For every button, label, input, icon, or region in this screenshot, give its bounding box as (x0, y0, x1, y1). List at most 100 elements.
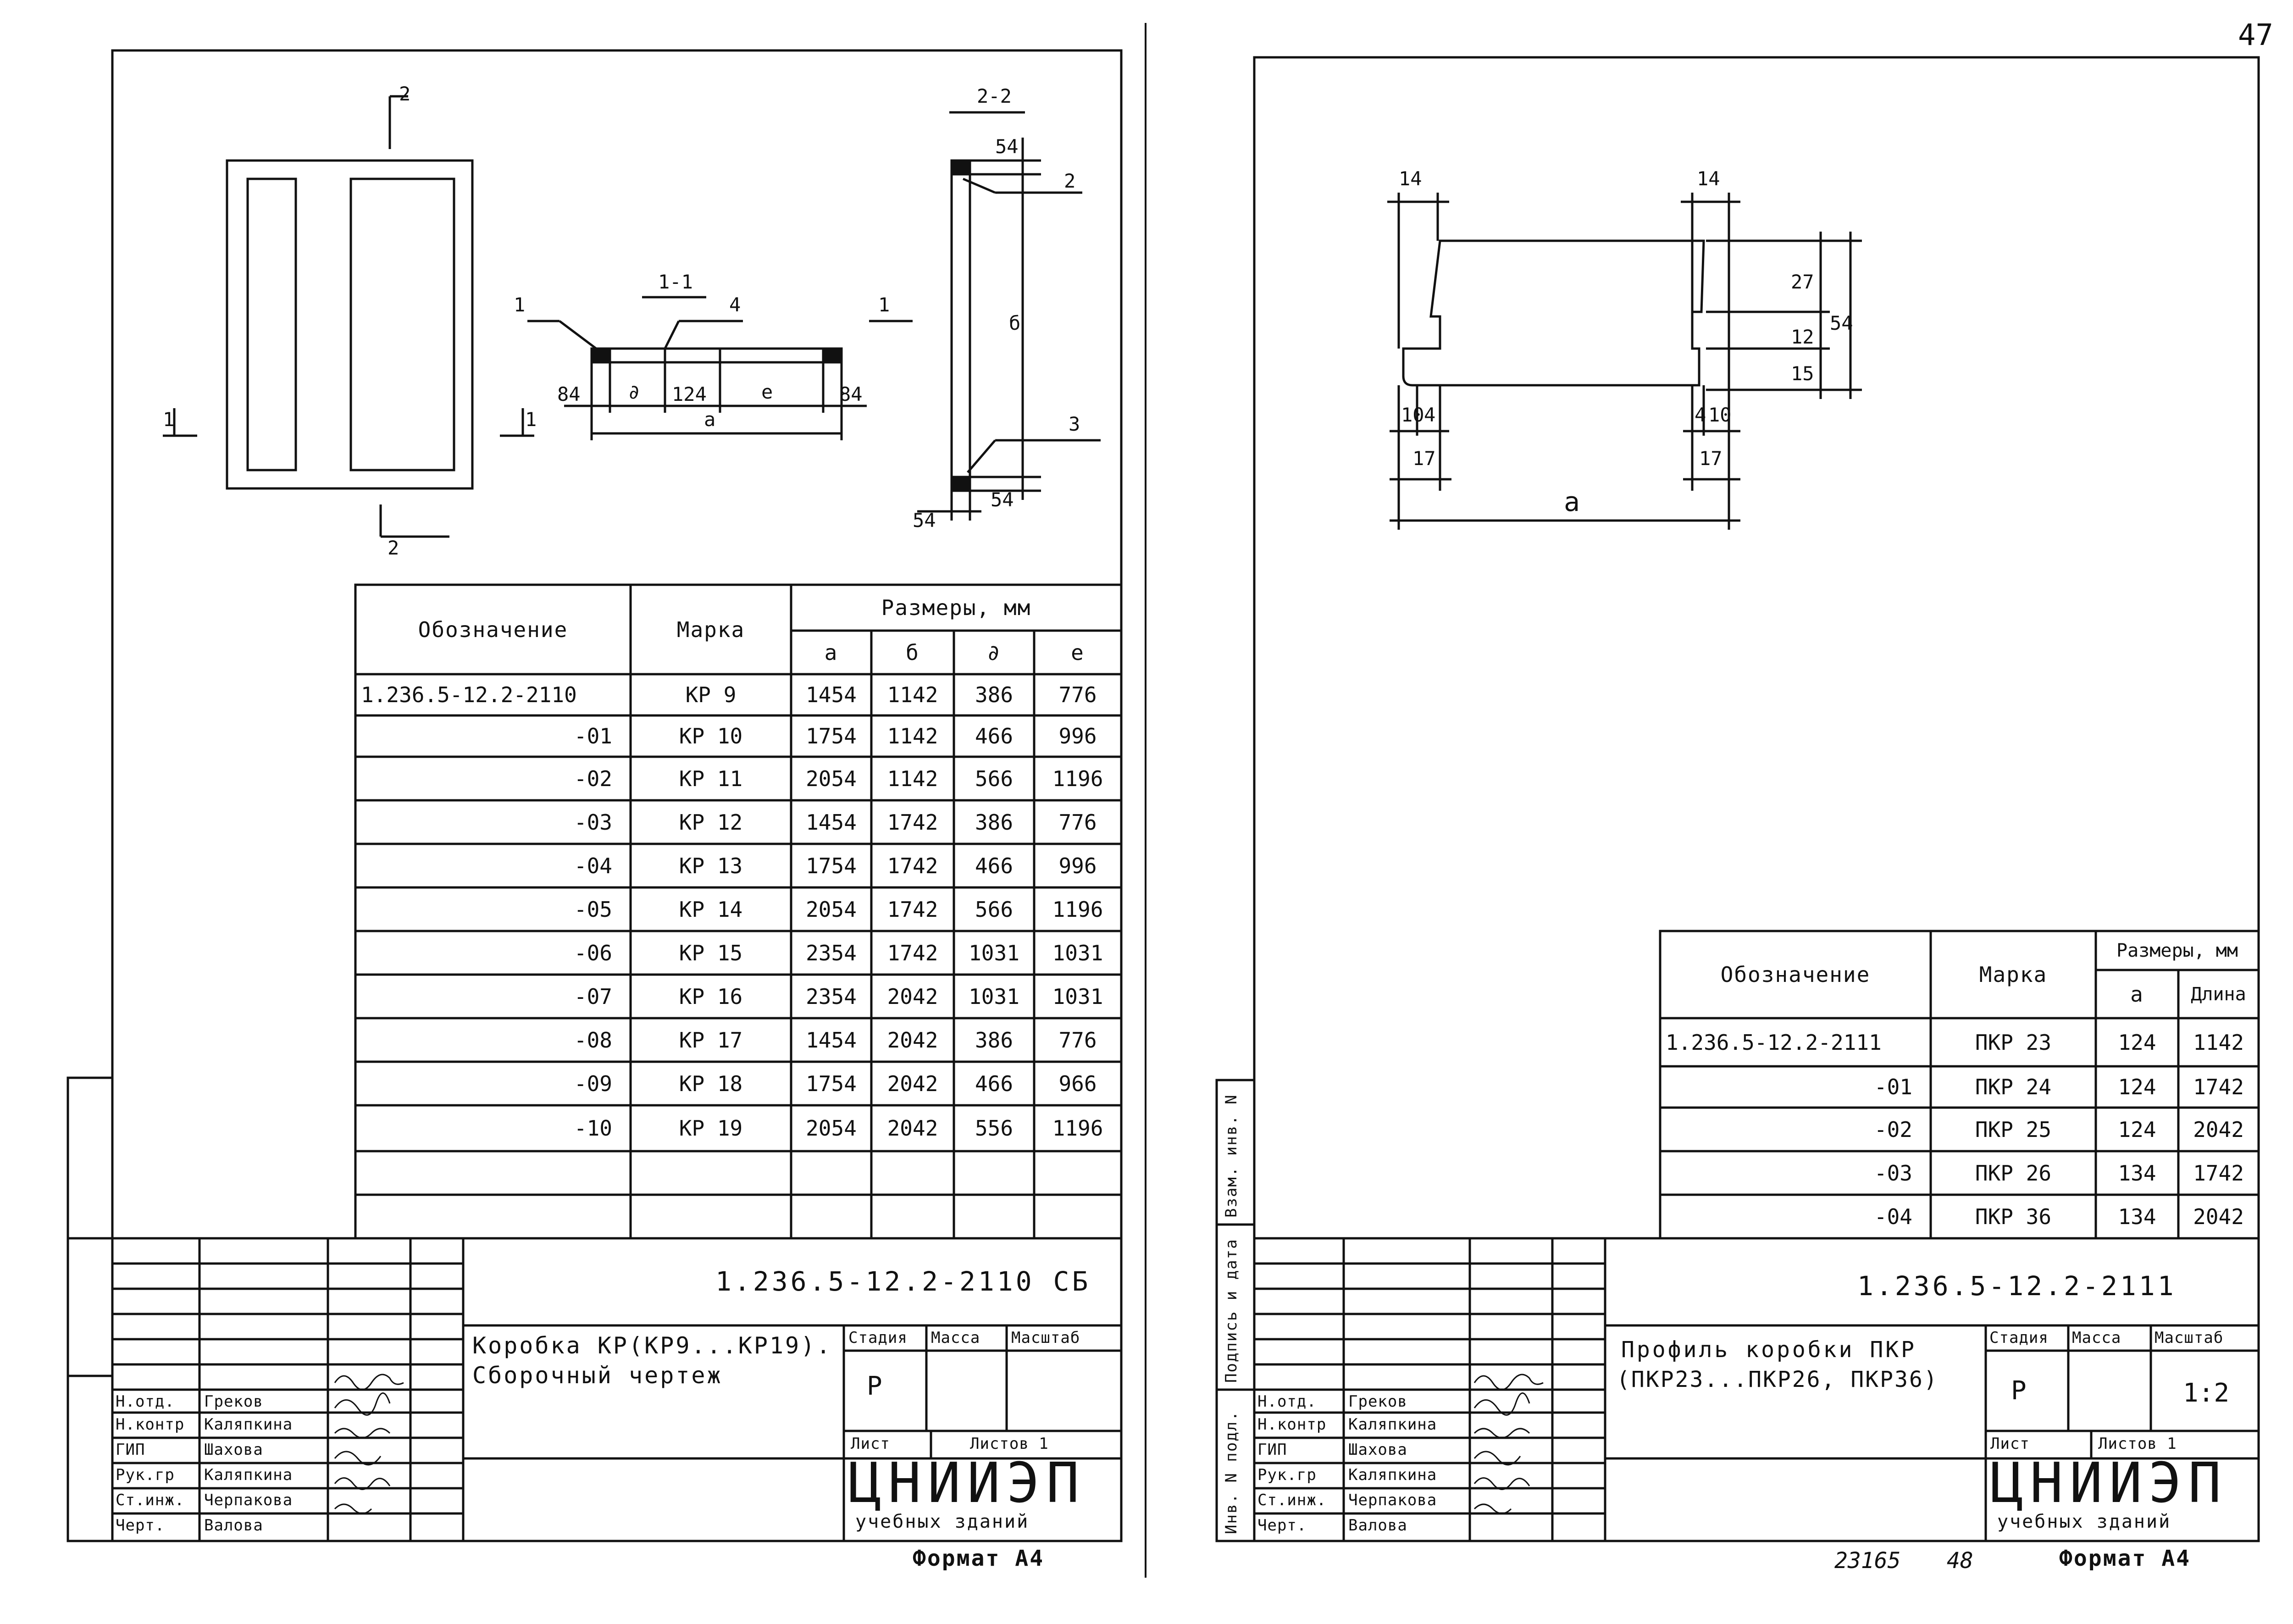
table-cell-a: 2354 (806, 940, 857, 965)
role-label: Н.отд. (116, 1392, 175, 1411)
table-cell-b: 1742 (887, 940, 938, 965)
table-cell-e: 1031 (1052, 984, 1103, 1009)
table-cell-a: 1454 (806, 1027, 857, 1053)
right-scale-label: Масштаб (2155, 1329, 2224, 1347)
r-table-cell-mark: ПКР 24 (1975, 1075, 2052, 1099)
r-col-header-sizes: Размеры, мм (2116, 940, 2238, 961)
section-title-1-1: 1-1 (658, 271, 693, 293)
dim-14-left: 14 (1399, 167, 1422, 190)
bottom-page: 48 (1947, 1548, 1973, 1574)
role-label: ГИП (116, 1441, 145, 1459)
right-stage-label: Стадия (1989, 1329, 2049, 1347)
dim-10-left: 10 (1401, 404, 1424, 426)
table-cell-d: 566 (975, 766, 1014, 791)
role-label: Черт. (116, 1516, 165, 1535)
dim-84-right: 84 (839, 383, 863, 405)
role-label: Черт. (1257, 1516, 1307, 1535)
left-org-logo: ЦНИИЭП (848, 1452, 1086, 1515)
table-cell-e: 1196 (1052, 766, 1103, 791)
r-col-header-mark: Марка (1979, 962, 2048, 987)
table-cell-mark: КР 13 (679, 853, 743, 878)
role-label: Ст.инж. (1257, 1491, 1327, 1509)
r-table-cell-mark: ПКР 25 (1975, 1117, 2052, 1142)
table-cell-designation: 1.236.5-12.2-2110 (361, 682, 577, 707)
right-format: Формат А4 (2059, 1546, 2191, 1571)
r-table-cell-mark: ПКР 23 (1975, 1030, 2052, 1055)
dim-54-bottom: 54 (991, 488, 1014, 511)
table-cell-mark: КР 17 (679, 1027, 743, 1053)
role-name: Греков (1348, 1392, 1407, 1411)
r-table-cell-designation: -03 (1874, 1160, 1912, 1186)
table-cell-d: 386 (975, 682, 1014, 707)
left-title-line1: Коробка КР(КР9...КР19). (472, 1332, 832, 1359)
right-side-stamp (1215, 1079, 1256, 1542)
r-table-cell-length: 1142 (2193, 1030, 2244, 1055)
r-table-cell-length: 1742 (2193, 1075, 2244, 1099)
table-cell-a: 2354 (806, 984, 857, 1009)
left-title-line2: Сборочный чертеж (472, 1362, 723, 1389)
left-format: Формат А4 (913, 1546, 1045, 1571)
table-cell-a: 1454 (806, 809, 857, 835)
table-cell-d: 386 (975, 1027, 1014, 1053)
dim-b: б (1009, 312, 1021, 334)
callout-1: 1 (514, 294, 526, 316)
table-cell-b: 2042 (887, 1071, 938, 1096)
r-table-cell-a: 124 (2118, 1075, 2156, 1099)
right-title-line2: (ПКР23...ПКР26, ПКР36) (1617, 1367, 1939, 1392)
left-mass-label: Масса (931, 1329, 980, 1347)
dim-14-right: 14 (1697, 167, 1720, 190)
left-scale-label: Масштаб (1011, 1329, 1080, 1347)
side-stamp-replace-inv: Взам. инв. N (1222, 1094, 1241, 1218)
role-name: Каляпкина (204, 1415, 293, 1434)
table-cell-designation: -04 (574, 853, 612, 878)
table-cell-designation: -05 (574, 897, 612, 922)
table-cell-mark: КР 16 (679, 984, 743, 1009)
role-name: Шахова (204, 1441, 263, 1459)
table-cell-b: 1742 (887, 897, 938, 922)
r-col-header-a: a (2130, 981, 2144, 1007)
table-cell-d: 556 (975, 1116, 1014, 1141)
dim-54-top: 54 (995, 135, 1019, 158)
table-cell-e: 1196 (1052, 1116, 1103, 1141)
table-cell-designation: -08 (574, 1027, 612, 1053)
right-org-sub: учебных зданий (1997, 1511, 2171, 1532)
left-stage-label: Стадия (848, 1329, 908, 1347)
dim-a-right: a (1564, 486, 1580, 517)
section-mark-1-far: 1 (878, 294, 890, 316)
table-cell-designation: -02 (574, 766, 612, 791)
side-stamp-sign-date: Подпись и дата (1222, 1238, 1241, 1383)
table-cell-mark: КР 11 (679, 766, 743, 791)
table-cell-d: 1031 (969, 940, 1019, 965)
section-mark-1-right: 1 (525, 408, 537, 431)
dim-17-left: 17 (1412, 447, 1436, 470)
section-title-2-2: 2-2 (977, 85, 1012, 107)
r-table-cell-designation: -01 (1874, 1075, 1912, 1099)
r-table-cell-designation: 1.236.5-12.2-2111 (1666, 1030, 1882, 1055)
table-cell-e: 1196 (1052, 897, 1103, 922)
section-mark-2-top: 2 (399, 83, 411, 105)
r-col-header-length: Длина (2191, 983, 2246, 1005)
callout-2: 2 (1064, 170, 1076, 192)
dim-17-right: 17 (1699, 447, 1723, 470)
section-mark-1-left: 1 (163, 408, 175, 431)
r-table-cell-a: 124 (2118, 1117, 2156, 1142)
role-label: Н.отд. (1257, 1392, 1317, 1411)
table-cell-d: 1031 (969, 984, 1019, 1009)
table-cell-mark: КР 18 (679, 1071, 743, 1096)
table-cell-d: 466 (975, 853, 1014, 878)
left-stage-value: Р (867, 1371, 882, 1401)
table-cell-d: 566 (975, 897, 1014, 922)
table-cell-d: 466 (975, 1071, 1014, 1096)
right-frame (1253, 56, 2260, 1542)
r-table-cell-length: 2042 (2193, 1204, 2244, 1229)
left-org-sub: учебных зданий (855, 1511, 1030, 1532)
r-table-cell-designation: -02 (1874, 1117, 1912, 1142)
role-label: Рук.гр (116, 1466, 175, 1484)
table-cell-e: 996 (1058, 853, 1097, 878)
role-name: Каляпкина (204, 1466, 293, 1484)
table-cell-e: 776 (1058, 682, 1097, 707)
col-header-a: a (824, 640, 838, 665)
table-cell-mark: КР 14 (679, 897, 743, 922)
table-cell-a: 1754 (806, 724, 857, 748)
table-cell-d: 386 (975, 809, 1014, 835)
